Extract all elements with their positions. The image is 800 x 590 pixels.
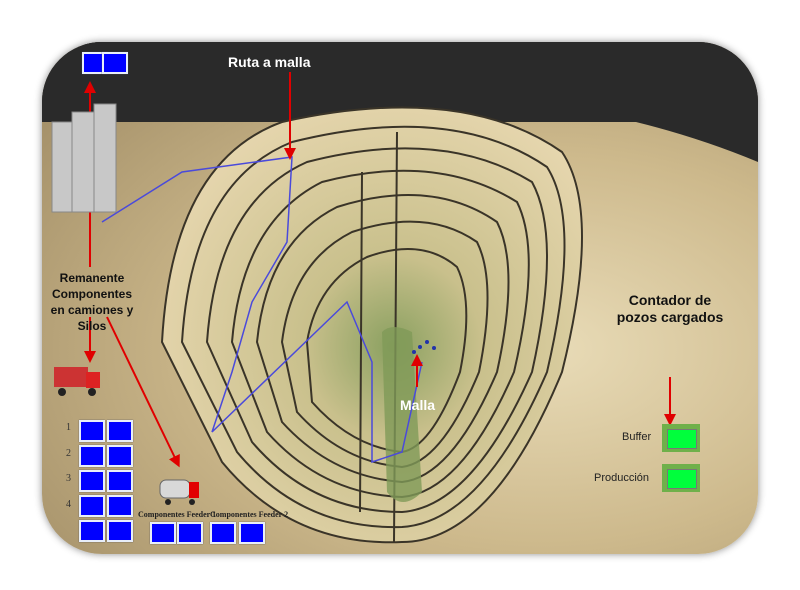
remnant-label: Remanente Componentes en camiones y Silo… [50, 271, 134, 333]
buffer-counter [662, 424, 700, 452]
row-number: 4 [66, 499, 71, 510]
production-label: Producción [594, 472, 650, 484]
slot [107, 470, 133, 492]
feeder-arrow [106, 316, 180, 468]
row-number: 3 [66, 473, 71, 484]
pit-benches [160, 106, 583, 544]
tanker-truck-icon [159, 479, 199, 505]
slot [79, 520, 105, 542]
buffer-label: Buffer [622, 431, 652, 443]
feeder-1-slot [150, 522, 176, 544]
row-number: 1 [66, 422, 71, 433]
slot [107, 420, 133, 442]
slot [107, 520, 133, 542]
route-label: Ruta a malla [228, 54, 311, 70]
open-pit-3d-view [42, 42, 758, 544]
feeder-2-slot [210, 522, 236, 544]
mixer-truck-icon [54, 367, 100, 396]
mesh-marker [412, 340, 436, 354]
silo-slot [102, 52, 128, 74]
slot [107, 445, 133, 467]
slot [79, 445, 105, 467]
counter-title: Contador de pozos cargados [616, 292, 724, 325]
feeder-2-label: Componentes Feeder 2 [210, 510, 289, 519]
slot [79, 420, 105, 442]
row-number: 2 [66, 448, 71, 459]
feeder-1-label: Componentes Feeder 1 [138, 510, 217, 519]
production-counter [662, 464, 700, 492]
pit-bottom [382, 327, 422, 502]
feeder-2-slot [239, 522, 265, 544]
slot [79, 470, 105, 492]
route-path [101, 156, 423, 464]
mine-visualization: Ruta a malla Remanente Componentes en ca… [42, 42, 758, 554]
silos-icon [51, 103, 117, 213]
slot [79, 495, 105, 517]
mesh-label: Malla [400, 397, 436, 413]
feeder-1-slot [177, 522, 203, 544]
slot [107, 495, 133, 517]
